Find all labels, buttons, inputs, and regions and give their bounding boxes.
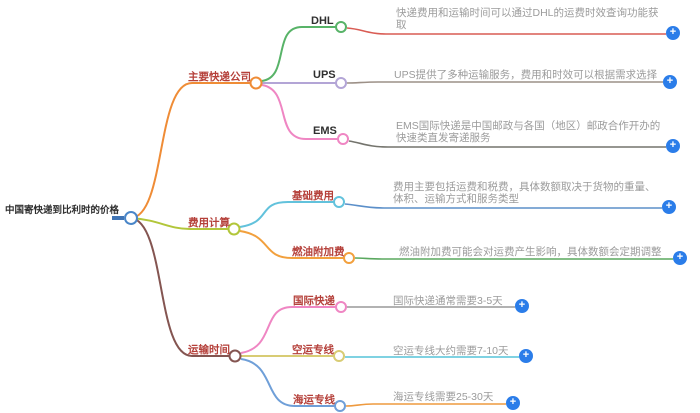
leafline-base-fee [344,203,662,209]
node-label-air-line[interactable]: 空运专线 [292,344,334,356]
branch-label-cost[interactable]: 费用计算 [188,217,230,229]
root-node-label[interactable]: 中国寄快递到比利时的价格 [5,205,120,216]
add-child-button-air-line[interactable]: + [519,349,533,363]
node-handle-main-companies[interactable] [249,76,263,90]
node-handle-fuel-surcharge[interactable] [343,252,355,264]
leaf-desc-air-line[interactable]: 空运专线大约需要7-10天 [393,345,509,357]
leaf-desc-intl-express[interactable]: 国际快递通常需要3-5天 [393,295,503,307]
leaf-desc-fuel-surcharge[interactable]: 燃油附加费可能会对运费产生影响，具体数额会定期调整 [399,246,662,258]
edge-cost-fuel-surcharge [239,230,344,259]
add-child-button-base-fee[interactable]: + [662,200,676,214]
edge-root-main-companies [130,82,250,219]
leafline-dhl [346,27,666,35]
leafline-ups [346,81,663,84]
add-child-button-sea-line[interactable]: + [506,396,520,410]
node-handle-dhl[interactable] [335,21,347,33]
node-label-base-fee[interactable]: 基础费用 [292,190,334,202]
node-label-intl-express[interactable]: 国际快递 [293,295,335,307]
edge-companies-ems [261,84,338,140]
node-handle-sea-line[interactable] [334,400,346,412]
add-child-button-ems[interactable]: + [666,139,680,153]
node-label-dhl[interactable]: DHL [311,15,334,27]
node-label-ems[interactable]: EMS [313,125,337,137]
edge-root-time [130,217,229,357]
node-handle-ems[interactable] [337,133,349,145]
node-handle-intl-express[interactable] [335,301,347,313]
add-child-button-fuel-surcharge[interactable]: + [673,251,687,265]
branch-label-time[interactable]: 运输时间 [188,344,230,356]
add-child-button-dhl[interactable]: + [666,26,680,40]
edge-companies-dhl [261,26,336,82]
node-label-ups[interactable]: UPS [313,69,336,81]
node-handle-air-line[interactable] [333,350,345,362]
node-handle-ups[interactable] [335,77,347,89]
edge-time-sea-line [240,358,335,407]
node-handle-base-fee[interactable] [333,196,345,208]
add-child-button-ups[interactable]: + [663,75,677,89]
edge-time-intl-express [240,306,336,354]
add-child-button-intl-express[interactable]: + [515,299,529,313]
branch-label-main-companies[interactable]: 主要快递公司 [188,71,251,83]
leaf-desc-dhl[interactable]: 快递费用和运输时间可以通过DHL的运费时效查询功能获取 [396,7,659,31]
leafline-ems [348,140,666,148]
node-handle-cost[interactable] [227,222,241,236]
node-handle-time[interactable] [228,349,242,363]
leaf-desc-ems[interactable]: EMS国际快递是中国邮政与各国（地区）邮政合作开办的快速类直发寄递服务 [396,120,661,144]
node-handle-root[interactable] [124,211,138,225]
leafline-sea-line [345,403,506,407]
edge-cost-base-fee [239,201,334,228]
edge-root-cost [130,217,228,230]
leafline-fuel-surcharge [354,257,673,260]
leaf-desc-ups[interactable]: UPS提供了多种运输服务，费用和时效可以根据需求选择 [394,69,658,81]
node-label-sea-line[interactable]: 海运专线 [293,394,335,406]
leaf-desc-base-fee[interactable]: 费用主要包括运费和税费，具体数额取决于货物的重量、体积、运输方式和服务类型 [393,181,656,205]
node-label-fuel-surcharge[interactable]: 燃油附加费 [292,246,345,258]
leaf-desc-sea-line[interactable]: 海运专线需要25-30天 [393,391,494,403]
